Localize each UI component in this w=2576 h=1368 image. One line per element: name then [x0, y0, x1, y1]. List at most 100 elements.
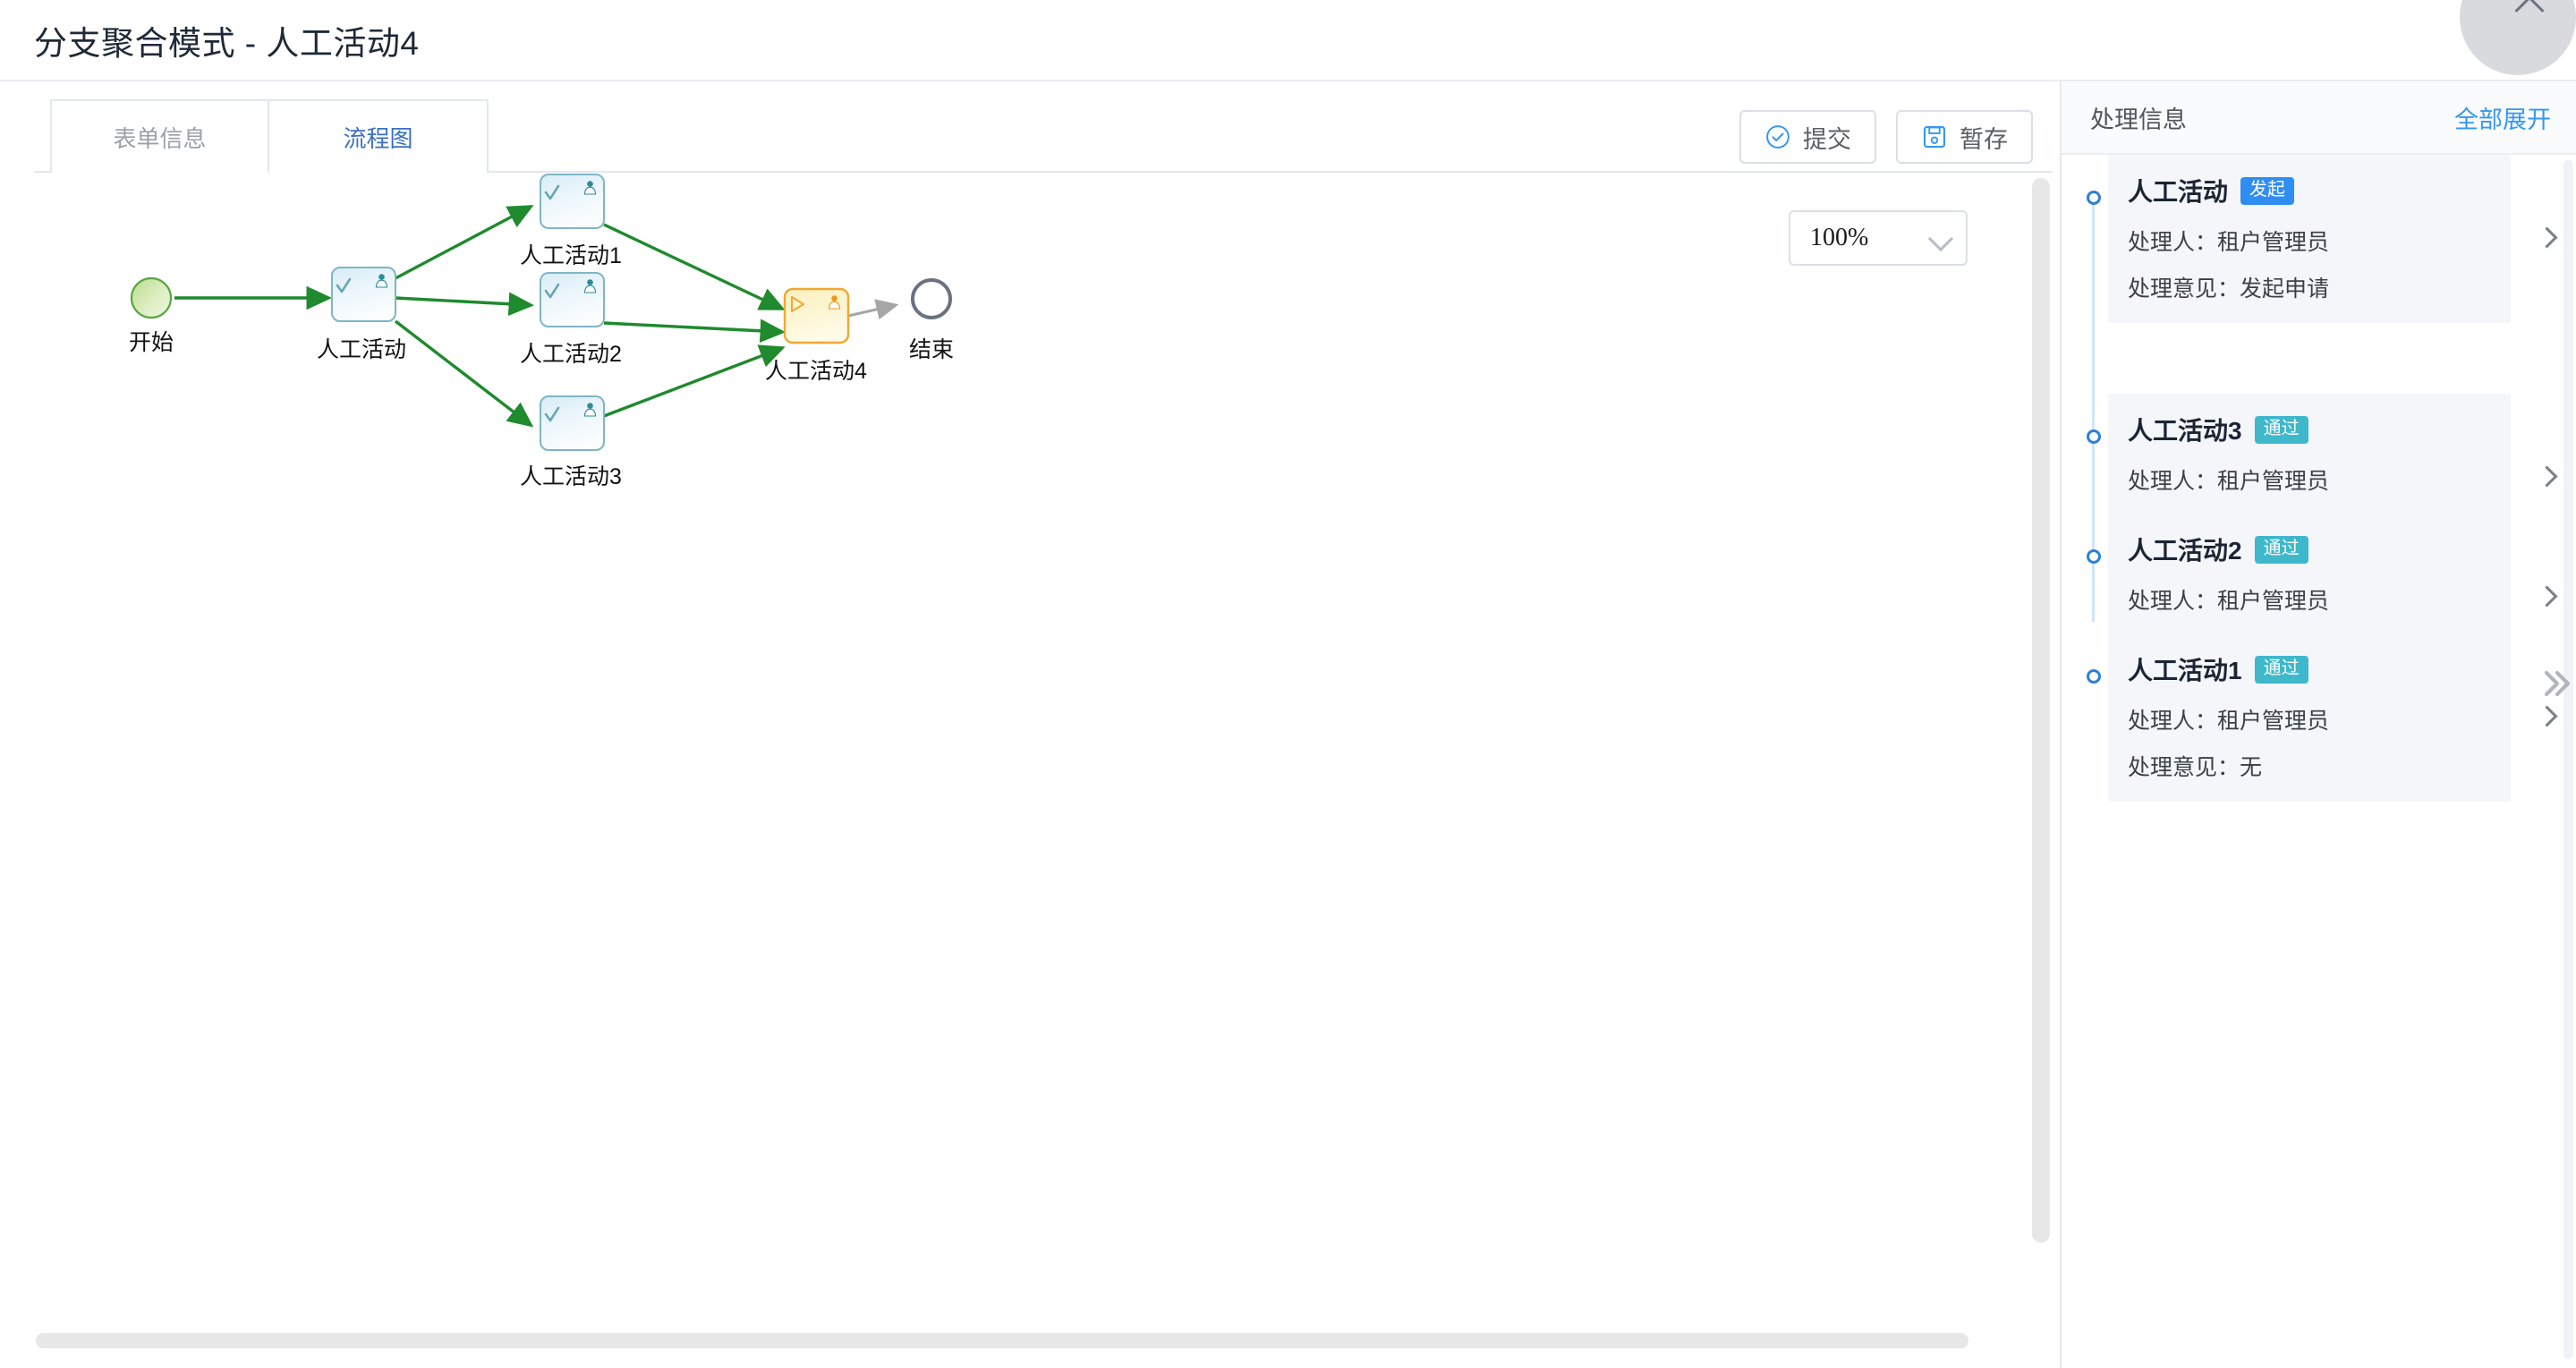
- flow-diagram-svg: [130, 174, 952, 451]
- edge-t4-to-end: [847, 299, 899, 320]
- collapse-panel-handle[interactable]: [2538, 660, 2576, 707]
- handler-value: 租户管理员: [2217, 469, 2330, 494]
- save-draft-button-label: 暂存: [1960, 125, 2008, 153]
- timeline-dot: [2087, 549, 2101, 564]
- handler-label: 处理人：: [2128, 589, 2218, 614]
- work-area: 表单信息 流程图 提交: [34, 99, 2053, 1352]
- edge-t0-to-t1: [395, 205, 534, 280]
- handler-value: 租户管理员: [2217, 709, 2330, 734]
- zoom-level-select[interactable]: 100%: [1789, 210, 1968, 266]
- process-card-handler: 处理人：租户管理员: [2128, 225, 2491, 257]
- process-info-panel: 处理信息 全部展开 人工活动 发起 处理人：租户管理员 处理意见：发起申请 人工…: [2060, 81, 2576, 1368]
- flow-edges: [174, 205, 899, 428]
- process-card-title-row: 人工活动1 通过: [2128, 651, 2491, 687]
- flow-node-label-start: 开始: [128, 330, 174, 355]
- flow-node-label-t0: 人工活动: [316, 337, 407, 362]
- zoom-level-value: 100%: [1810, 224, 1869, 251]
- process-card-comment: 处理意见：发起申请: [2128, 271, 2491, 303]
- flow-diagram-canvas[interactable]: 开始 人工活动 人工活动1 人工活动2 人工活动3 人工活动4 结束 100%: [34, 173, 2053, 1352]
- chevron-right-icon[interactable]: [2536, 465, 2558, 488]
- process-card[interactable]: 人工活动 发起 处理人：租户管理员 处理意见：发起申请: [2108, 155, 2511, 323]
- person-icon: [583, 403, 597, 417]
- chevron-down-icon: [1927, 225, 1954, 252]
- comment-value: 无: [2240, 755, 2263, 780]
- flow-node-label-t1: 人工活动1: [520, 243, 622, 268]
- status-badge: 发起: [2240, 176, 2295, 205]
- flow-node-t4-current[interactable]: [783, 287, 850, 344]
- comment-value: 发起申请: [2240, 276, 2330, 302]
- flow-node-start[interactable]: [130, 276, 173, 319]
- person-icon: [583, 181, 597, 195]
- timeline-dot: [2087, 429, 2101, 444]
- flow-node-label-t4: 人工活动4: [765, 359, 867, 384]
- process-card-comment: 处理意见：无: [2128, 750, 2491, 782]
- canvas-vertical-scrollbar[interactable]: [2032, 178, 2050, 1243]
- action-buttons: 提交 暂存: [1739, 110, 2033, 164]
- tab-label: 表单信息: [113, 124, 207, 152]
- process-card-handler: 处理人：租户管理员: [2128, 583, 2491, 616]
- process-info-title: 处理信息: [2090, 106, 2187, 133]
- save-draft-button[interactable]: 暂存: [1896, 110, 2033, 164]
- double-chevron-right-icon: [2544, 670, 2571, 697]
- process-card-handler: 处理人：租户管理员: [2128, 703, 2491, 735]
- handler-label: 处理人：: [2128, 469, 2218, 494]
- process-info-header: 处理信息 全部展开: [2062, 81, 2576, 155]
- process-card-name: 人工活动3: [2128, 417, 2242, 445]
- submit-button-label: 提交: [1803, 125, 1851, 153]
- person-icon: [828, 295, 841, 310]
- flow-node-t1[interactable]: [540, 174, 605, 229]
- timeline-connector: [2092, 192, 2095, 622]
- edge-t3-to-t4: [603, 344, 786, 418]
- flow-node-t0[interactable]: [331, 267, 396, 322]
- window-titlebar: 分支聚合模式 - 人工活动4: [0, 0, 2576, 81]
- process-card-name: 人工活动1: [2128, 657, 2242, 684]
- flow-node-label-end: 结束: [908, 337, 955, 362]
- handler-value: 租户管理员: [2217, 230, 2330, 255]
- flow-node-t2[interactable]: [540, 272, 605, 327]
- edge-t0-to-t2: [395, 292, 535, 316]
- person-icon: [583, 279, 597, 293]
- tab-form-info[interactable]: 表单信息: [50, 99, 269, 173]
- chevron-right-icon[interactable]: [2536, 585, 2558, 608]
- status-badge: 通过: [2254, 655, 2308, 684]
- flow-node-end[interactable]: [911, 278, 952, 319]
- flow-node-label-t2: 人工活动2: [520, 342, 622, 367]
- timeline-dot: [2087, 669, 2101, 684]
- process-card-title-row: 人工活动 发起: [2128, 173, 2491, 208]
- handler-label: 处理人：: [2128, 709, 2218, 734]
- handler-value: 租户管理员: [2217, 589, 2330, 614]
- process-card-title-row: 人工活动3 通过: [2128, 412, 2491, 447]
- process-card-name: 人工活动2: [2128, 537, 2242, 565]
- status-badge: 通过: [2254, 415, 2308, 444]
- submit-button[interactable]: 提交: [1739, 110, 1876, 164]
- handler-label: 处理人：: [2128, 230, 2218, 255]
- save-disk-icon: [1921, 123, 1948, 150]
- close-button[interactable]: [2460, 0, 2576, 75]
- edge-t0-to-t3: [394, 319, 534, 428]
- tab-bar: 表单信息 流程图 提交: [34, 99, 2053, 173]
- comment-label: 处理意见：: [2128, 755, 2240, 780]
- tab-flow-chart[interactable]: 流程图: [269, 99, 489, 173]
- tab-label: 流程图: [343, 124, 413, 152]
- flow-node-t3[interactable]: [540, 395, 605, 451]
- chevron-right-icon[interactable]: [2536, 705, 2558, 727]
- close-icon: [2504, 0, 2555, 23]
- chevron-right-icon[interactable]: [2536, 226, 2558, 249]
- page-title: 分支聚合模式 - 人工活动4: [34, 25, 420, 62]
- edge-t2-to-t4: [603, 319, 786, 344]
- process-card-name: 人工活动: [2128, 178, 2229, 206]
- check-circle-icon: [1764, 123, 1791, 150]
- process-timeline: 人工活动 发起 处理人：租户管理员 处理意见：发起申请 人工活动3 通过 处理人…: [2062, 155, 2576, 1368]
- status-badge: 通过: [2254, 535, 2308, 564]
- timeline-dot: [2087, 191, 2101, 205]
- process-card[interactable]: 人工活动1 通过 处理人：租户管理员 处理意见：无: [2108, 633, 2511, 802]
- process-card-title-row: 人工活动2 通过: [2128, 531, 2491, 567]
- process-card-handler: 处理人：租户管理员: [2128, 463, 2491, 496]
- comment-label: 处理意见：: [2128, 276, 2240, 302]
- expand-all-link[interactable]: 全部展开: [2454, 106, 2551, 133]
- panel-vertical-scrollbar[interactable]: [2563, 160, 2573, 1359]
- person-icon: [375, 274, 388, 288]
- canvas-horizontal-scrollbar[interactable]: [36, 1333, 1968, 1348]
- edge-t1-to-t4: [603, 223, 786, 310]
- flow-node-label-t3: 人工活动3: [520, 464, 622, 489]
